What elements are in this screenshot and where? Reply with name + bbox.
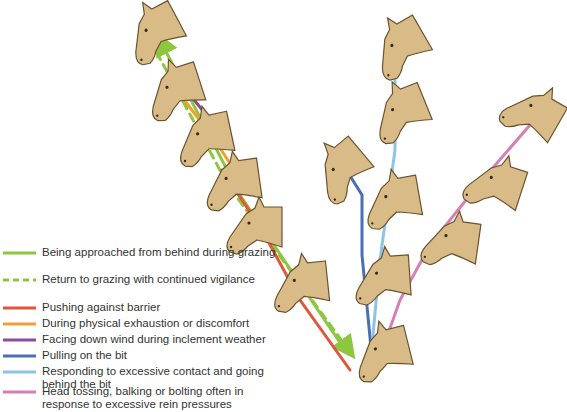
legend-text: Pulling on the bit	[42, 349, 278, 362]
legend-line-sample	[3, 252, 36, 255]
legend-line-sample	[3, 279, 36, 282]
legend-line-sample	[3, 391, 36, 394]
legend-text: Being approached from behind during graz…	[42, 246, 278, 259]
legend-text: During physical exhaustion or discomfort	[42, 317, 278, 330]
legend-text: Return to grazing with continued vigilan…	[42, 273, 278, 286]
legend-line-sample	[3, 323, 36, 326]
legend-line-sample	[3, 307, 36, 310]
legend-text: Facing down wind during inclement weathe…	[42, 333, 278, 346]
legend-text: Head tossing, balking or bolting often i…	[42, 385, 278, 411]
legend-text: Pushing against barrier	[42, 301, 278, 314]
legend-line-sample	[3, 339, 36, 342]
legend-line-sample	[3, 355, 36, 358]
legend-line-sample	[3, 371, 36, 374]
